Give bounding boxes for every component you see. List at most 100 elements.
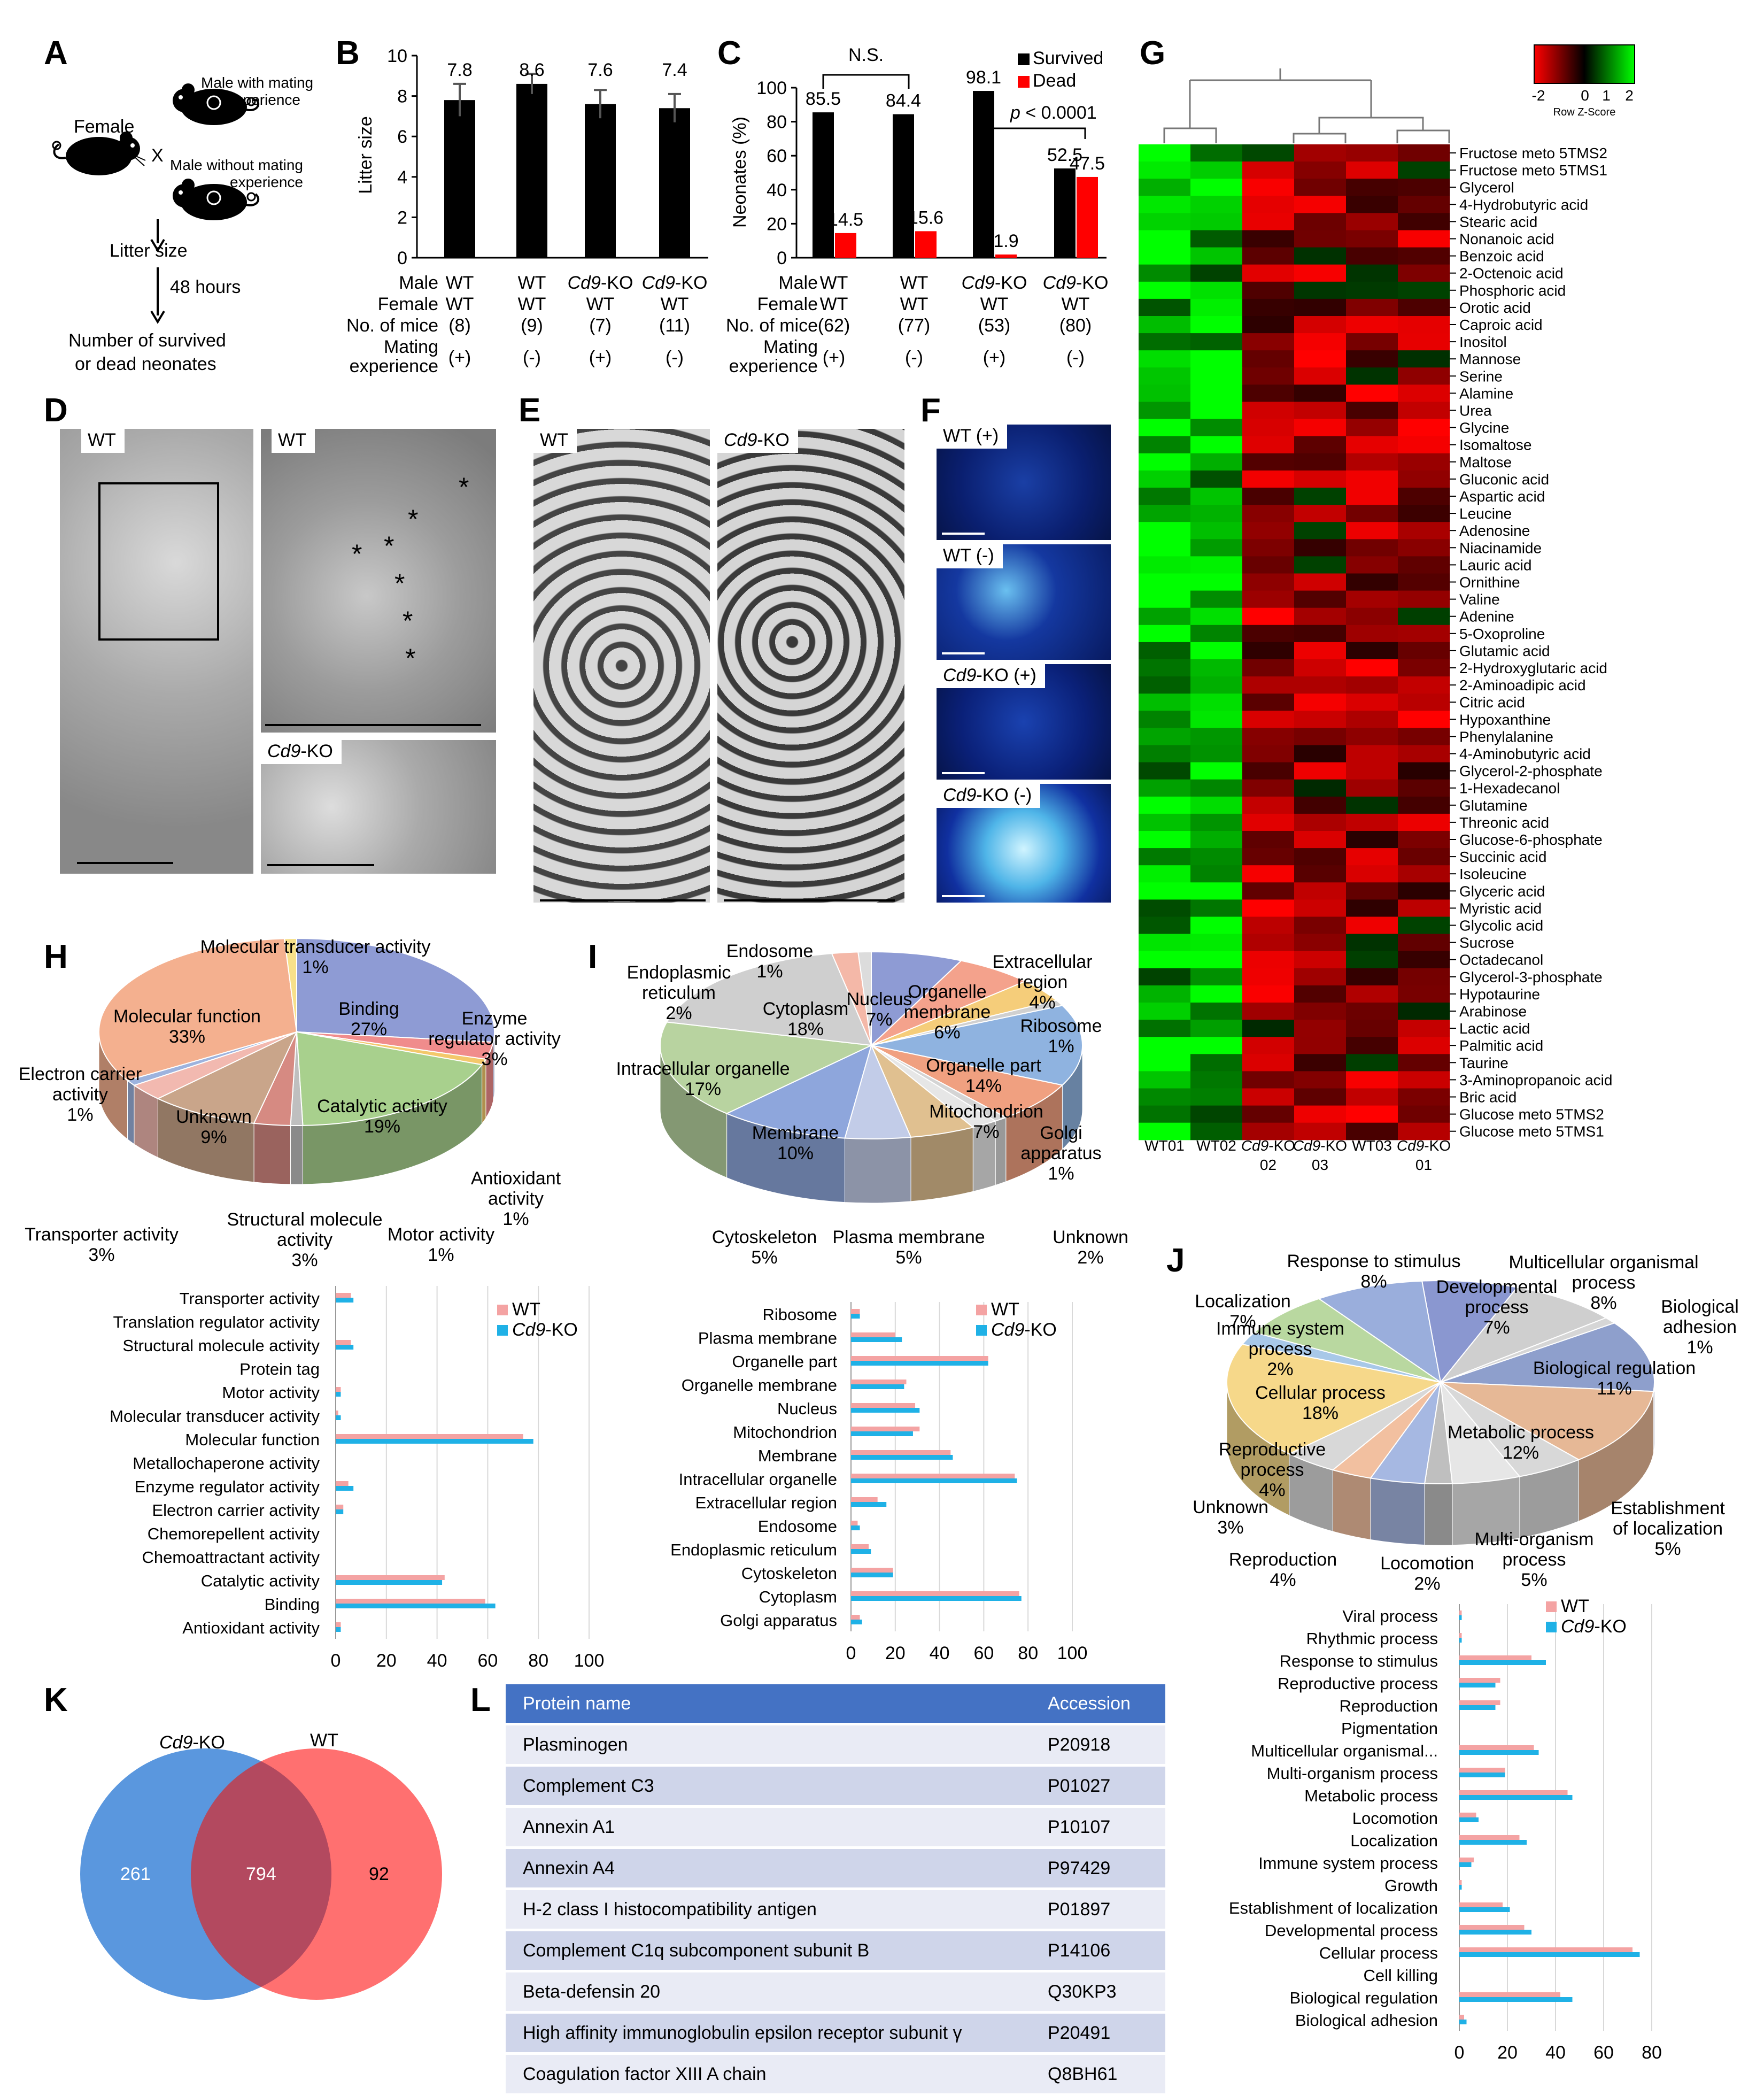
heatmap-cell <box>1242 333 1295 351</box>
bar-ko <box>851 1502 887 1507</box>
y-axis-title: Litter size <box>355 116 376 194</box>
bar-wt <box>1459 1700 1500 1705</box>
heatmap-cell <box>1294 762 1347 780</box>
heatmap-cell <box>1139 659 1191 677</box>
heatmap-cell <box>1242 625 1295 643</box>
micrograph-e-wt: WT <box>533 429 710 903</box>
heatmap-cell <box>1398 505 1450 522</box>
heatmap-cell <box>1398 625 1450 643</box>
heatmap-cell <box>1139 264 1191 282</box>
bar-ko <box>1459 1997 1573 2002</box>
bar-ko <box>1459 1952 1640 1957</box>
bar-ko <box>336 1580 443 1585</box>
x-tick-label: 60 <box>973 1643 994 1663</box>
bar-wt <box>1459 1813 1476 1817</box>
heatmap-cell <box>1242 179 1295 196</box>
bar-ko <box>336 1627 341 1632</box>
heatmap-cell <box>1139 711 1191 728</box>
heatmap-cell <box>1346 779 1398 797</box>
pie-label-1: membrane <box>904 1002 991 1022</box>
x-tick-label: 40 <box>930 1643 950 1663</box>
female-label: Female <box>74 117 134 137</box>
table-cell: (80) <box>1059 315 1092 336</box>
bar-ko <box>1459 1885 1462 1890</box>
venn-ko-label: Cd9-KO <box>159 1732 225 1753</box>
heatmap-cell <box>1398 213 1450 230</box>
heatmap-cell <box>1190 384 1243 402</box>
heatmap-cell <box>1398 882 1450 900</box>
heatmap-cell <box>1398 899 1450 917</box>
heatmap-cell <box>1190 1122 1243 1141</box>
heatmap-cell <box>1346 951 1398 969</box>
heatmap-cell <box>1346 899 1398 917</box>
heatmap-row-label: Stearic acid <box>1459 213 1537 230</box>
heatmap-row-label: Taurine <box>1459 1054 1508 1071</box>
table-cell: WT <box>900 273 929 293</box>
panel-label-j: J <box>1166 1242 1185 1279</box>
heatmap-cell <box>1398 333 1450 351</box>
heatmap-row-label: Glucose meto 5TMS1 <box>1459 1123 1604 1140</box>
pie-label-10: 10% <box>777 1143 814 1163</box>
protein-name: Coagulation factor XIII A chain <box>506 2053 1031 2096</box>
heatmap-cell <box>1242 402 1295 420</box>
bar-wt <box>851 1591 1019 1596</box>
heatmap-cell <box>1190 796 1243 814</box>
heatmap-cell <box>1242 968 1295 986</box>
y-tick-label: 2 <box>397 207 407 228</box>
heatmap-cell <box>1346 1071 1398 1089</box>
pie-label-12: 18% <box>787 1019 824 1039</box>
bar-dead <box>835 233 856 258</box>
micro-label: WT <box>81 429 125 453</box>
heatmap-cell <box>1242 934 1295 952</box>
legend-swatch <box>1018 76 1030 88</box>
panel-label-d: D <box>44 392 68 429</box>
heatmap-cell <box>1346 676 1398 694</box>
bar-ko <box>1459 1795 1573 1800</box>
bar-ko <box>1459 1750 1539 1755</box>
heatmap-row-label: Glucose meto 5TMS2 <box>1459 1106 1604 1123</box>
heatmap-cell <box>1190 711 1243 728</box>
bar-wt <box>1459 1835 1520 1840</box>
micro-label: Cd9-KO <box>717 429 798 453</box>
column-label: WT01 <box>1144 1137 1185 1154</box>
venn-overlap: 794 <box>246 1864 276 1884</box>
column-label: WT03 <box>1352 1137 1392 1154</box>
column-label: Cd9-KO <box>1293 1137 1347 1154</box>
heatmap-cell <box>1346 625 1398 643</box>
panel-label-f: F <box>920 392 941 429</box>
micro-label: WT (+) <box>937 425 1008 449</box>
heatmap-cell <box>1398 865 1450 883</box>
panel-label-b: B <box>336 35 360 72</box>
pie-label-8: activity <box>52 1084 108 1105</box>
heatmap-cell <box>1346 179 1398 196</box>
table-cell: WT <box>518 294 546 314</box>
bar-wt <box>1459 1902 1503 1907</box>
heatmap-cell <box>1346 419 1398 437</box>
pie-label-2: adhesion <box>1663 1317 1737 1337</box>
heatmap-cell <box>1190 813 1243 831</box>
heatmap-row-label: Myristic acid <box>1459 900 1542 916</box>
heatmap-cell <box>1242 1071 1295 1089</box>
pie-label-4: Organelle part <box>926 1055 1041 1076</box>
heatmap-row-label: Threonic acid <box>1459 814 1549 831</box>
legend-label-ko: Cd9-KO <box>991 1320 1057 1340</box>
bar-ko <box>851 1337 902 1342</box>
x-tick-label: 100 <box>1057 1643 1088 1663</box>
x-tick-label: 40 <box>1545 2043 1566 2063</box>
heatmap-cell <box>1242 539 1295 557</box>
bar-ko <box>336 1415 341 1420</box>
heatmap-row-label: Glucose-6-phosphate <box>1459 831 1603 848</box>
pie-label-3: 1% <box>1048 1036 1074 1057</box>
heatmap-cell <box>1242 453 1295 471</box>
color-key-title: Row Z-Score <box>1553 106 1616 118</box>
pie-label-12: Immune system <box>1216 1319 1344 1339</box>
heatmap-cell <box>1190 899 1243 917</box>
pie-label-3: Catalytic activity <box>317 1096 447 1116</box>
category-label: Growth <box>1384 1876 1438 1895</box>
panel-k-venn: Cd9-KO WT 261 794 92 <box>80 1730 442 2000</box>
pie-label-1: Multicellular organismal <box>1508 1252 1698 1273</box>
